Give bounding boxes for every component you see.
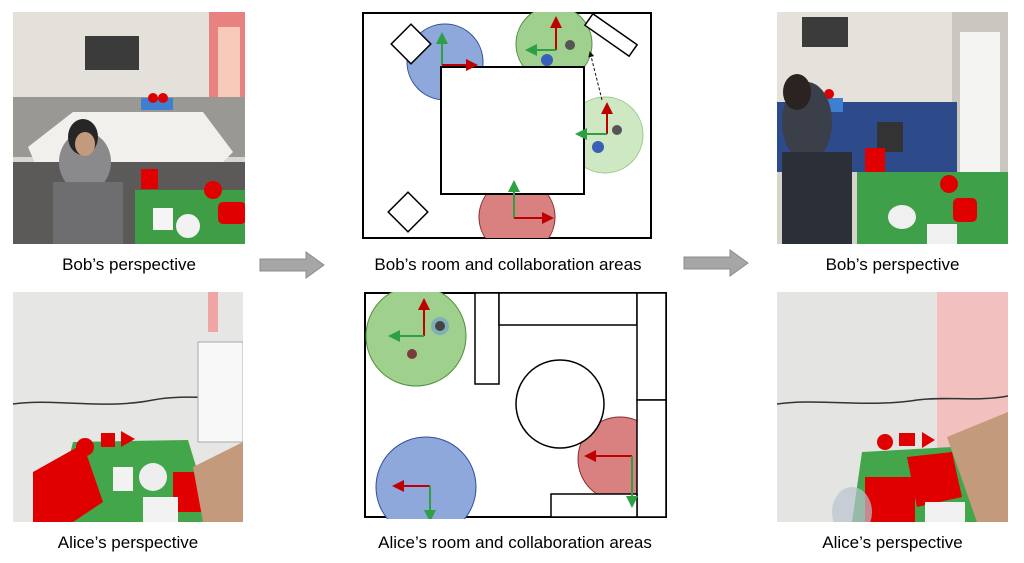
bob-perspective-image-right: [777, 12, 1008, 244]
alice-perspective-image-left: [13, 292, 243, 522]
alice-room-map: [364, 292, 667, 519]
green-collaboration-area-alice: [365, 292, 467, 387]
table: [440, 66, 585, 195]
flow-arrow-right-icon: [683, 249, 749, 277]
caption-alice-room: Alice’s room and collaboration areas: [378, 533, 652, 552]
bob-room-map: [362, 12, 652, 239]
alice-perspective-image-right: [777, 292, 1008, 522]
caption-alice-perspective-left: Alice’s perspective: [57, 533, 199, 552]
caption-bob-perspective-right: Bob’s perspective: [825, 255, 960, 274]
caption-bob-perspective-left: Bob’s perspective: [62, 255, 196, 274]
round-table: [515, 359, 605, 449]
flow-arrow-right-icon: [259, 251, 325, 279]
bob-perspective-image-left: [13, 12, 245, 244]
caption-alice-perspective-right: Alice’s perspective: [822, 533, 963, 552]
caption-bob-room: Bob’s room and collaboration areas: [374, 255, 642, 274]
blue-collaboration-area-alice: [375, 436, 477, 519]
